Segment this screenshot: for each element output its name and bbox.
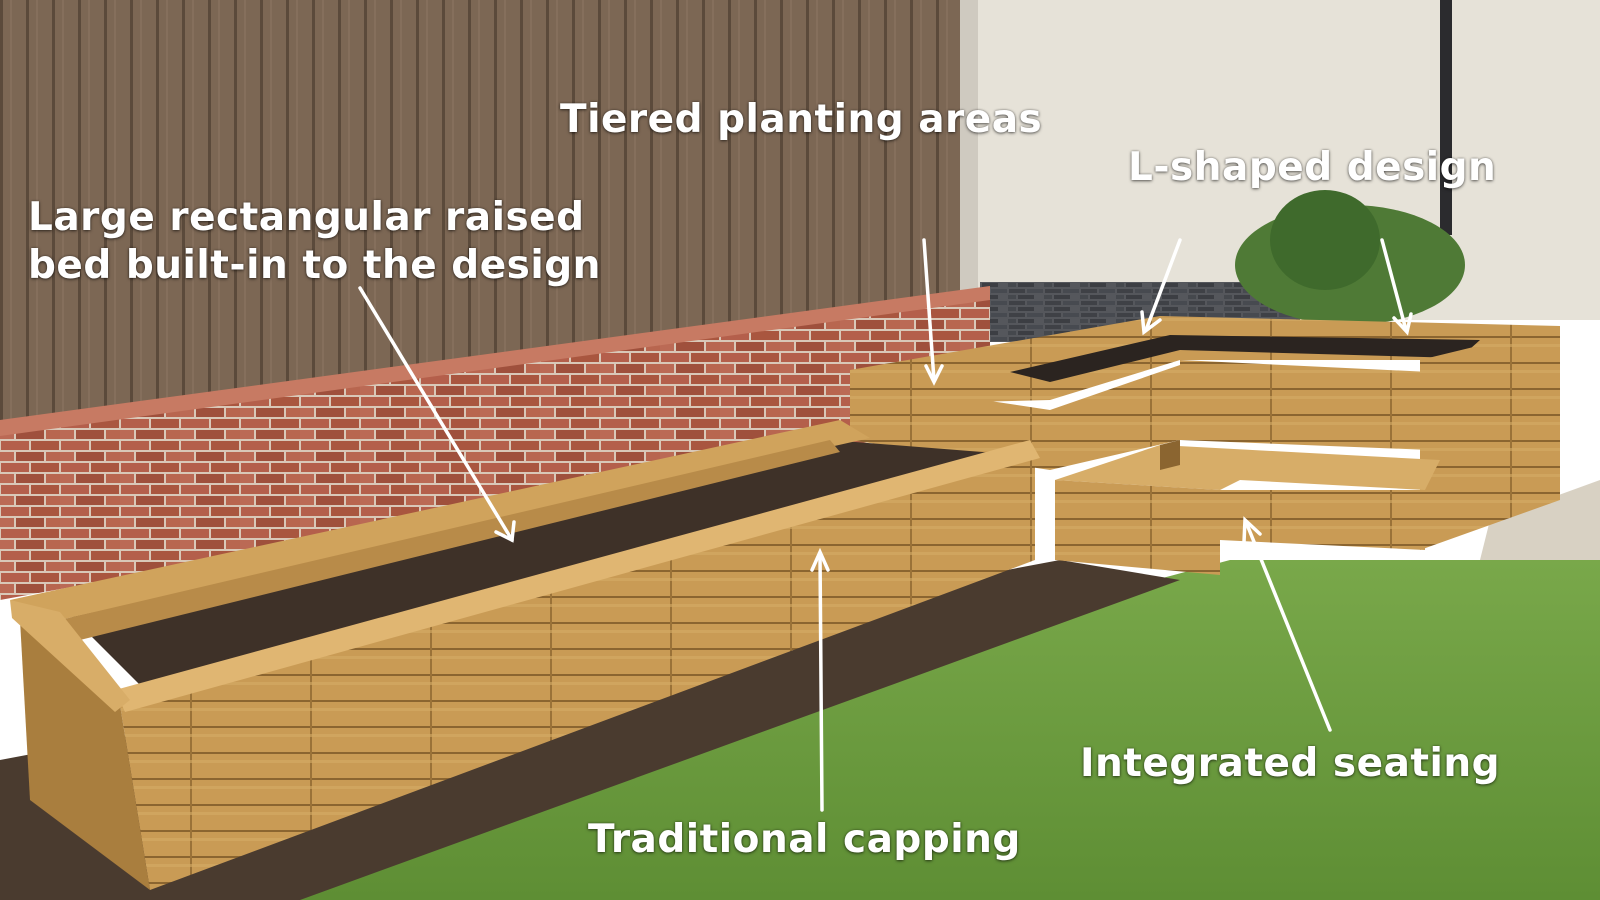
l-shaped-back-wall (1180, 360, 1430, 450)
large-bed-front-wall (120, 455, 1035, 890)
large-bed-back-board (60, 440, 840, 640)
brick-coping (0, 286, 990, 436)
lawn (210, 560, 1600, 900)
label-l-shaped: L-shaped design (1128, 144, 1496, 192)
upper-tier-soil (1010, 335, 1480, 382)
label-traditional-capping: Traditional capping (588, 816, 1021, 864)
large-bed-soil (70, 440, 1020, 690)
label-seating-text: Integrated seating (1080, 741, 1501, 786)
drainpipe (1440, 0, 1452, 235)
upper-tier-bed (850, 316, 1560, 405)
bench-side (1160, 440, 1180, 470)
large-bed-back-capping (10, 420, 870, 620)
label-tiered-planting: Tiered planting areas (560, 96, 1042, 144)
large-bed-side-capping (10, 600, 130, 712)
bench-seat-front (1055, 480, 1220, 575)
annotation-arrows (358, 238, 1413, 812)
label-tiered-text: Tiered planting areas (560, 97, 1043, 142)
wall-edge-shadow (960, 0, 978, 320)
shrub-highlight (1270, 190, 1380, 290)
bench-seat-top (1055, 445, 1440, 490)
label-large-line2: bed built-in to the design (28, 243, 601, 288)
l-upper-side (1050, 365, 1180, 470)
label-capping-text: Traditional capping (588, 817, 1021, 862)
label-integrated-seating: Integrated seating (1080, 740, 1500, 788)
bench-seat-long (1220, 490, 1425, 550)
brick-wall (0, 292, 990, 600)
l-shaped-right-block (1420, 326, 1560, 550)
label-large-bed: Large rectangular raised bed built-in to… (28, 194, 601, 290)
label-lshaped-text: L-shaped design (1128, 145, 1497, 190)
label-large-line1: Large rectangular raised (28, 195, 585, 240)
large-bed-side-wall (20, 620, 150, 890)
large-bed-front-capping (115, 440, 1040, 712)
